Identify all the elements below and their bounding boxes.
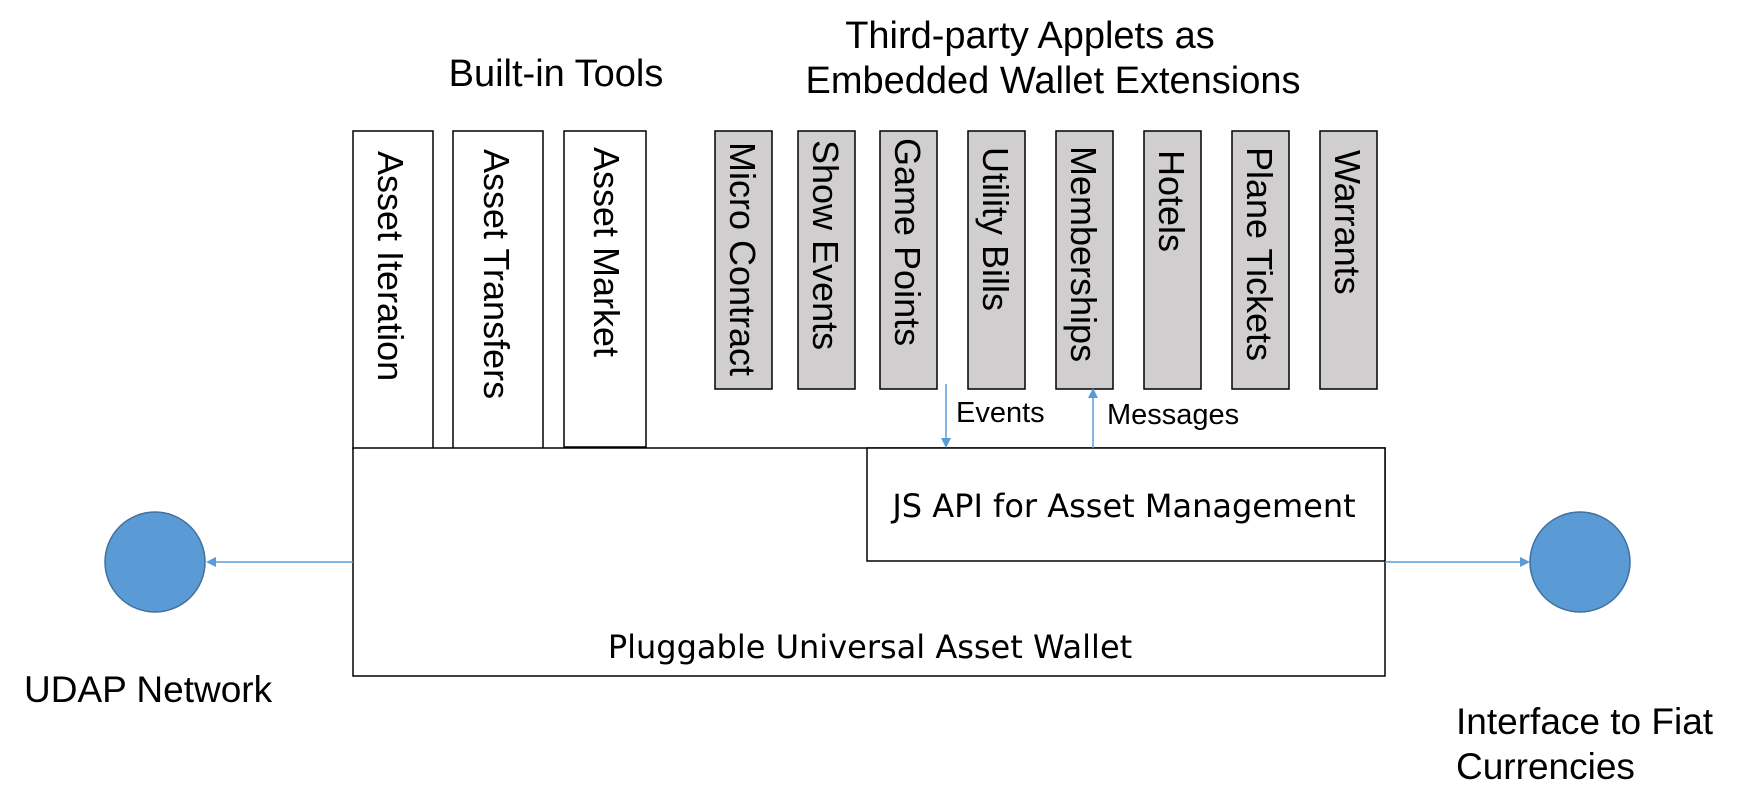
builtin-tool-asset-market: Asset Market: [563, 130, 647, 448]
fiat-interface-node: [1529, 511, 1631, 613]
applet-label: Utility Bills: [975, 147, 1016, 311]
applet-label: Micro Contract: [722, 142, 763, 376]
udap-network-node: [104, 511, 206, 613]
applet-plane-tickets: Plane Tickets: [1231, 130, 1290, 390]
builtin-tool-box: [563, 130, 647, 448]
applet-label: Show Events: [805, 140, 846, 350]
applet-label: Game Points: [887, 138, 928, 346]
builtin-tool-label: Asset Iteration: [370, 151, 411, 381]
applet-label: Hotels: [1151, 150, 1192, 252]
third-party-heading-line1: Third-party Applets as: [845, 15, 1215, 57]
applet-box: [967, 130, 1026, 390]
applet-box: [879, 130, 938, 390]
applet-game-points: Game Points: [879, 130, 938, 390]
applet-micro-contract: Micro Contract: [714, 130, 773, 390]
builtin-tools-heading: Built-in Tools: [449, 53, 664, 95]
applet-memberships: Memberships: [1055, 130, 1114, 390]
fiat-interface-label-line1: Interface to Fiat: [1456, 701, 1714, 742]
applet-label: Plane Tickets: [1239, 147, 1280, 361]
messages-label: Messages: [1107, 399, 1239, 431]
builtin-tool-box: [452, 130, 544, 450]
third-party-heading-line2: Embedded Wallet Extensions: [806, 60, 1301, 102]
events-label: Events: [956, 397, 1045, 429]
builtin-tool-label: Asset Market: [586, 147, 627, 357]
applet-label: Memberships: [1063, 146, 1104, 362]
applet-warrants: Warrants: [1319, 130, 1378, 390]
builtin-tool-asset-transfers: Asset Transfers: [452, 130, 544, 450]
wallet-label: Pluggable Universal Asset Wallet: [608, 628, 1132, 666]
js-api-label: JS API for Asset Management: [890, 487, 1355, 525]
applet-label: Warrants: [1327, 150, 1368, 295]
applet-box: [797, 130, 856, 390]
applet-box: [1055, 130, 1114, 390]
udap-network-label: UDAP Network: [24, 669, 273, 710]
applet-hotels: Hotels: [1143, 130, 1202, 390]
applet-box: [714, 130, 773, 390]
builtin-tool-asset-iteration: Asset Iteration: [352, 130, 434, 450]
applet-utility-bills: Utility Bills: [967, 130, 1026, 390]
applet-box: [1231, 130, 1290, 390]
applet-box: [1319, 130, 1378, 390]
builtin-tool-label: Asset Transfers: [476, 149, 517, 399]
applet-show-events: Show Events: [797, 130, 856, 390]
js-api-box: [866, 447, 1386, 562]
applet-box: [1143, 130, 1202, 390]
fiat-interface-label-line2: Currencies: [1456, 746, 1635, 787]
builtin-tool-box: [352, 130, 434, 450]
